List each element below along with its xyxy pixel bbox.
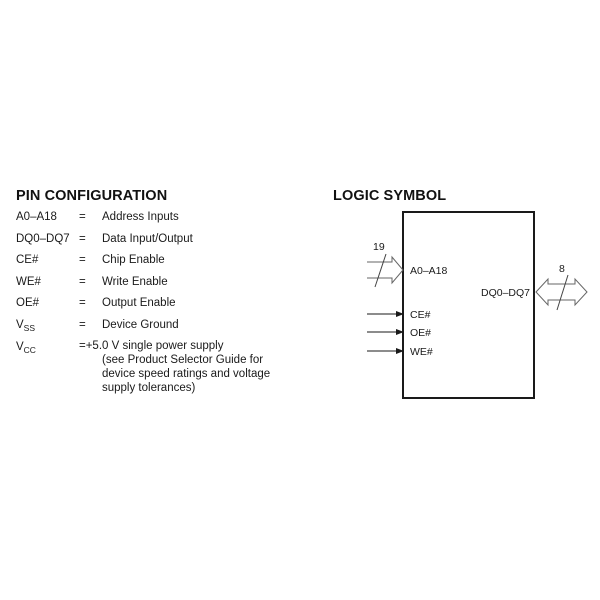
write-enable-label: WE# bbox=[410, 346, 433, 358]
chip-body bbox=[402, 211, 535, 399]
pin-description: Address Inputs bbox=[102, 211, 179, 223]
logic-symbol-heading: LOGIC SYMBOL bbox=[333, 188, 447, 204]
data-bus-arrow bbox=[535, 274, 588, 311]
pin-name: A0–A18 bbox=[16, 211, 57, 223]
data-bus-width: 8 bbox=[559, 263, 565, 275]
pin-name: VSS bbox=[16, 317, 35, 336]
output-enable-label: OE# bbox=[410, 327, 431, 339]
bus-slash bbox=[556, 274, 569, 311]
pin-name-base: V bbox=[16, 341, 24, 353]
pin-description: Output Enable bbox=[102, 297, 176, 309]
pin-equals: = bbox=[79, 276, 86, 288]
pin-description: Write Enable bbox=[102, 276, 168, 288]
pin-name: VCC bbox=[16, 339, 36, 358]
pin-description: Data Input/Output bbox=[102, 233, 193, 245]
pin-name: CE# bbox=[16, 254, 39, 266]
pin-equals: = bbox=[79, 297, 86, 309]
pin-equals: = bbox=[79, 233, 86, 245]
pin-name-subscript: SS bbox=[23, 323, 36, 333]
pin-name: DQ0–DQ7 bbox=[16, 233, 70, 245]
pin-equals: = bbox=[79, 211, 86, 223]
pin-name: WE# bbox=[16, 276, 41, 288]
address-bus-arrow bbox=[367, 253, 404, 288]
power-description-line: supply tolerances) bbox=[102, 382, 196, 394]
power-description-line: device speed ratings and voltage bbox=[102, 368, 271, 380]
chip-enable-label: CE# bbox=[410, 309, 431, 321]
power-description: =+5.0 V single power supply (see Product… bbox=[79, 339, 270, 395]
pin-description: Chip Enable bbox=[102, 254, 165, 266]
bus-slash bbox=[374, 253, 387, 288]
pin-configuration-heading: PIN CONFIGURATION bbox=[16, 188, 168, 204]
power-description-line: (see Product Selector Guide for bbox=[102, 354, 264, 366]
address-bus-label: A0–A18 bbox=[410, 265, 448, 277]
pin-name: OE# bbox=[16, 297, 40, 309]
pin-equals: = bbox=[79, 254, 86, 266]
pin-name-base: V bbox=[16, 319, 24, 331]
power-description-line: =+5.0 V single power supply bbox=[79, 340, 224, 352]
pin-description: Device Ground bbox=[102, 319, 179, 331]
pin-equals: = bbox=[79, 319, 86, 331]
address-bus-width: 19 bbox=[373, 241, 385, 253]
pin-name-subscript: CC bbox=[23, 345, 36, 355]
data-bus-label: DQ0–DQ7 bbox=[481, 287, 530, 299]
